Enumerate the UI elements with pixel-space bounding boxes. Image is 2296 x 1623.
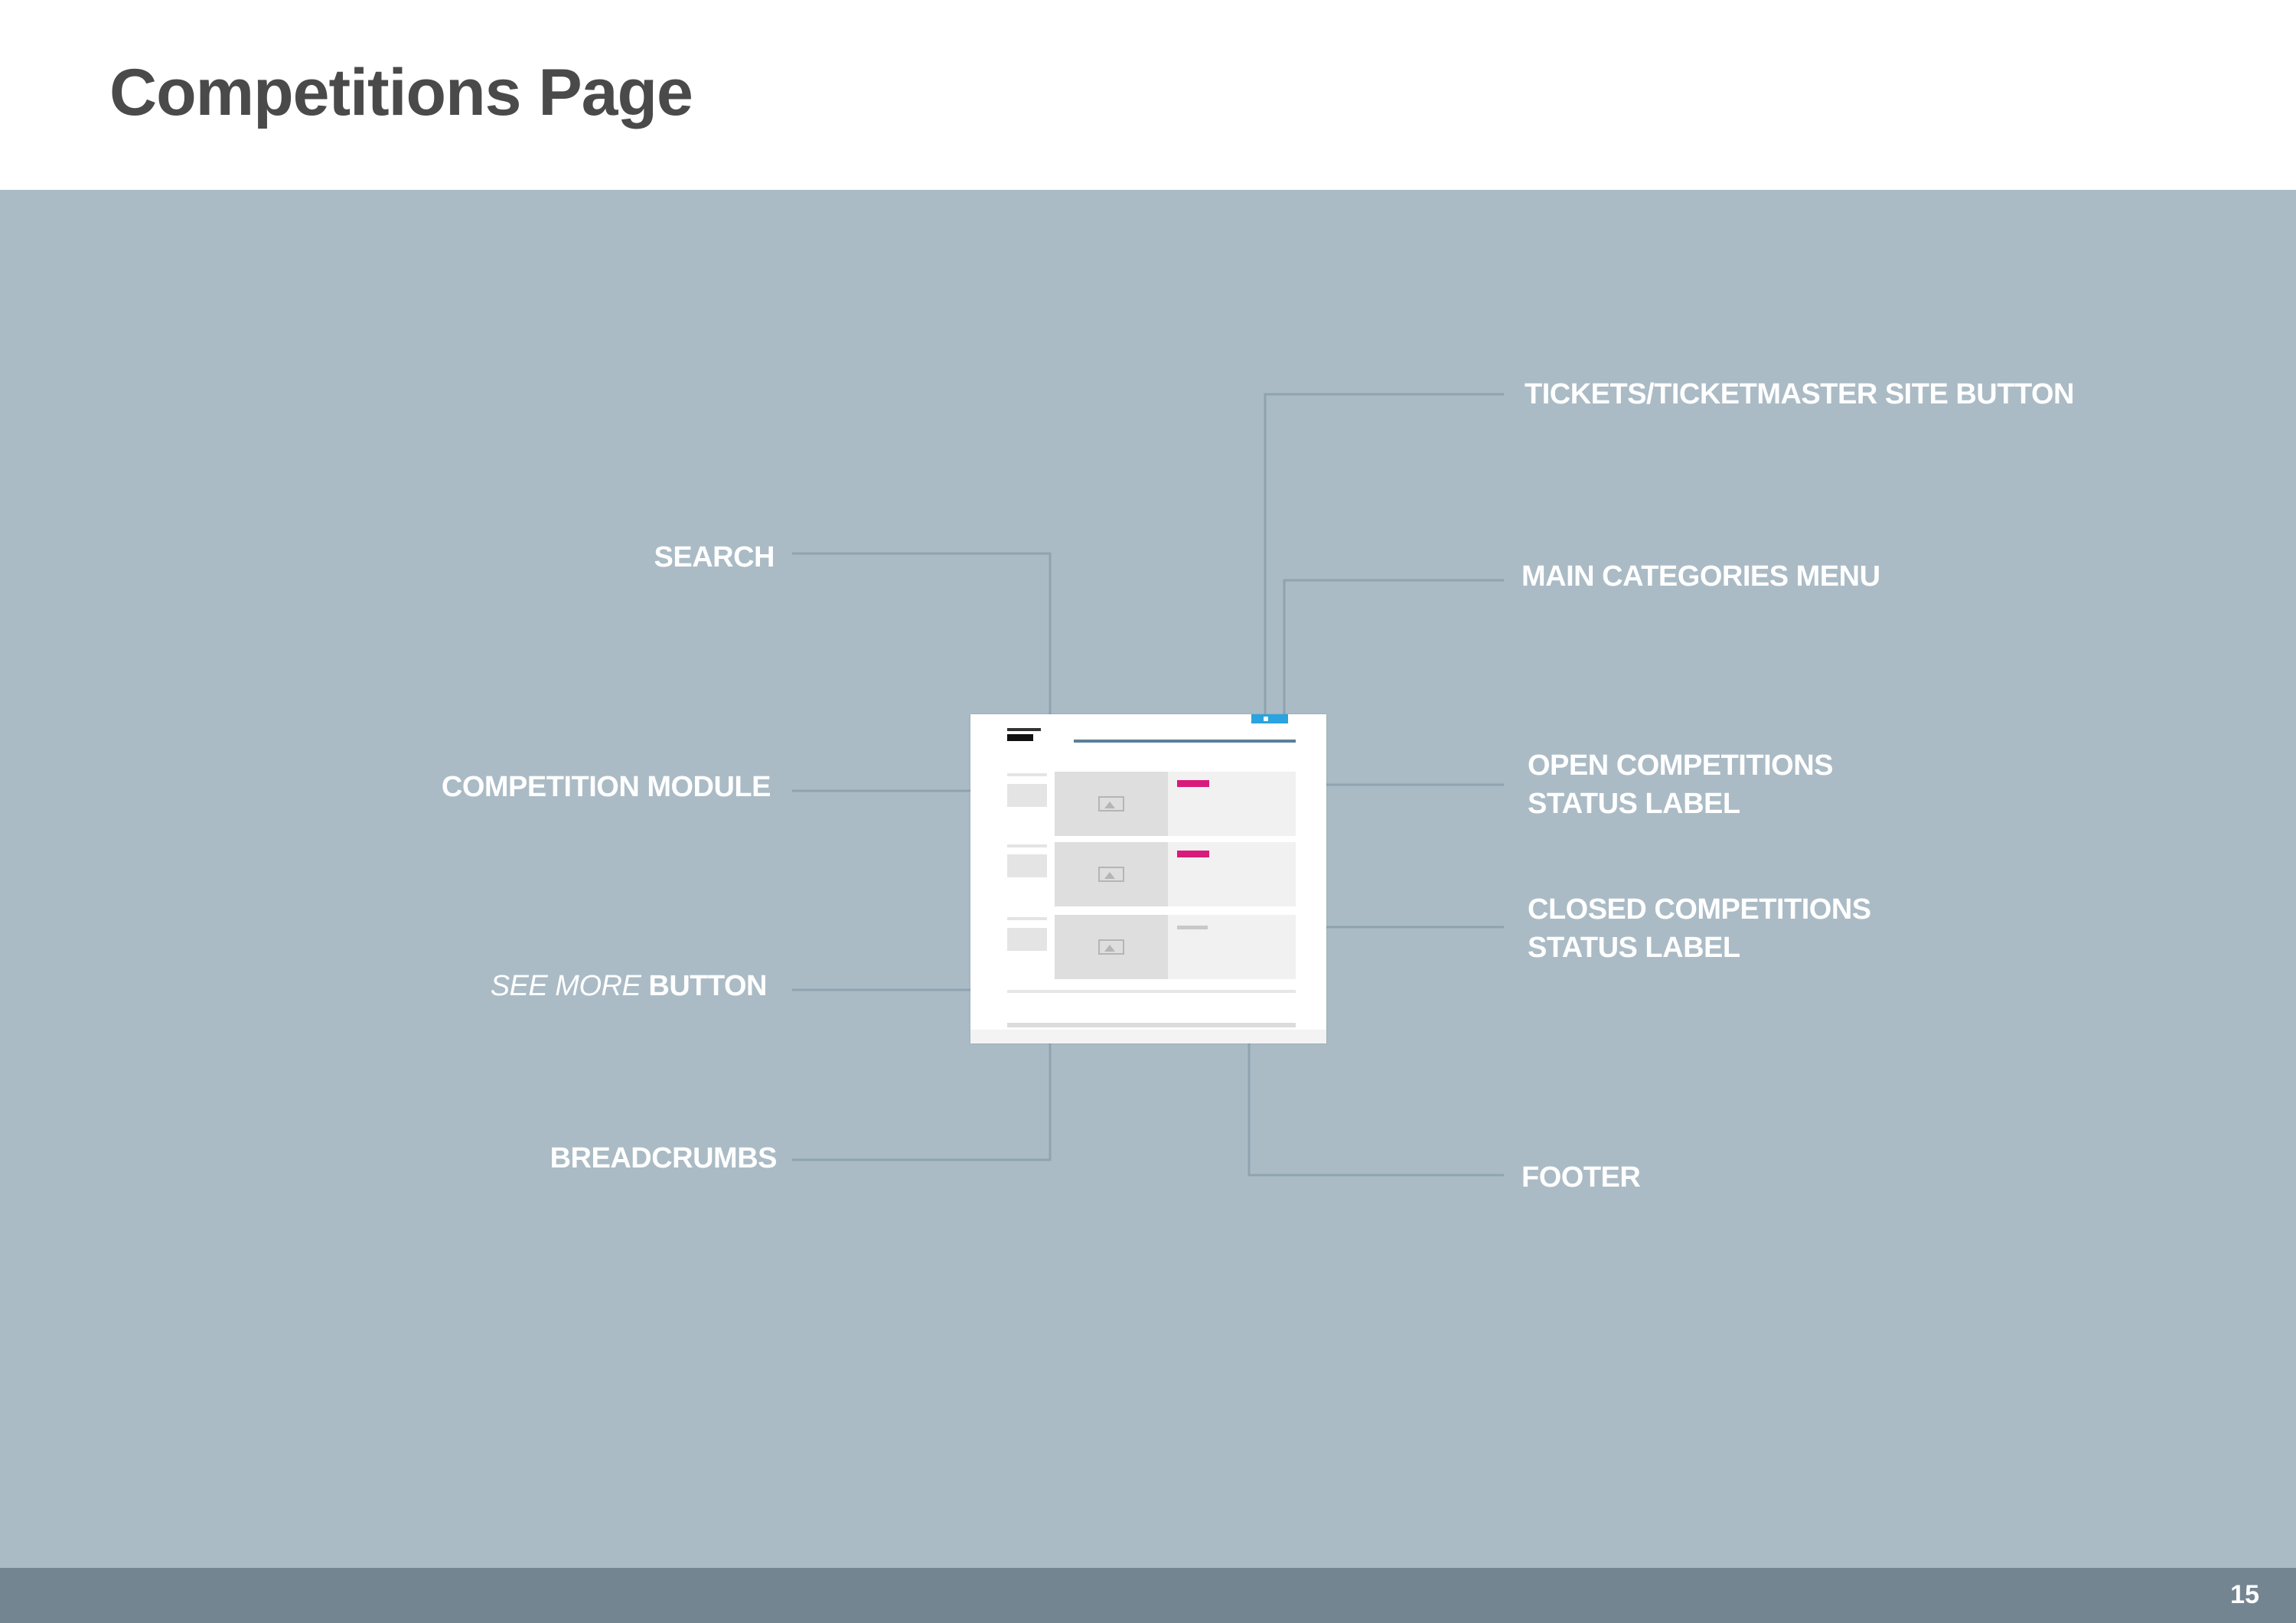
page-number: 15 (2230, 1580, 2259, 1609)
competition-row (1055, 915, 1296, 979)
open-status-line2: STATUS LABEL (1528, 788, 1740, 820)
image-icon (1098, 867, 1124, 882)
label-search: SEARCH (654, 541, 775, 573)
sidebar-line (1007, 917, 1047, 920)
label-main-categories-menu: MAIN CATEGORIES MENU (1521, 560, 1880, 593)
open-status-label (1177, 851, 1209, 857)
main-categories-menu-wireframe (1074, 740, 1296, 743)
open-status-label (1177, 780, 1209, 787)
footer-bar: 15 (0, 1568, 2296, 1623)
open-status-line1: OPEN COMPETITIONS (1528, 749, 1833, 782)
image-placeholder (1055, 772, 1168, 836)
logo (1007, 728, 1047, 743)
see-more-button-wireframe (1007, 990, 1296, 993)
sidebar-line (1007, 773, 1047, 776)
header: Competitions Page (0, 0, 2296, 190)
sidebar-block (1007, 784, 1047, 807)
competition-row (1055, 842, 1296, 906)
label-tickets-button: TICKETS/TICKETMASTER SITE BUTTON (1525, 378, 2074, 410)
label-see-more-button: SEE MORE BUTTON (490, 967, 768, 1005)
label-closed-status: CLOSED COMPETITIONS STATUS LABEL (1528, 890, 1871, 967)
breadcrumbs-wireframe (1007, 1023, 1296, 1027)
closed-status-line2: STATUS LABEL (1528, 932, 1740, 964)
sidebar-line (1007, 844, 1047, 847)
closed-status-line1: CLOSED COMPETITIONS (1528, 893, 1871, 926)
image-icon (1098, 796, 1124, 812)
footer-wireframe (970, 1030, 1326, 1043)
label-competition-module: COMPETITION MODULE (441, 771, 771, 803)
image-placeholder (1055, 842, 1168, 906)
image-placeholder (1055, 915, 1168, 979)
competition-row (1055, 772, 1296, 836)
image-icon (1098, 939, 1124, 955)
label-breadcrumbs: BREADCRUMBS (550, 1142, 778, 1174)
tickets-button-wireframe (1251, 714, 1288, 723)
see-more-rest: BUTTON (641, 970, 767, 1002)
page-title: Competitions Page (109, 56, 693, 129)
label-footer: FOOTER (1521, 1161, 1641, 1194)
label-open-status: OPEN COMPETITIONS STATUS LABEL (1528, 746, 1833, 823)
sidebar-block (1007, 928, 1047, 951)
closed-status-label (1177, 926, 1208, 929)
sidebar-block (1007, 854, 1047, 877)
see-more-italic: SEE MORE (490, 970, 641, 1002)
page-wireframe (970, 714, 1326, 1043)
